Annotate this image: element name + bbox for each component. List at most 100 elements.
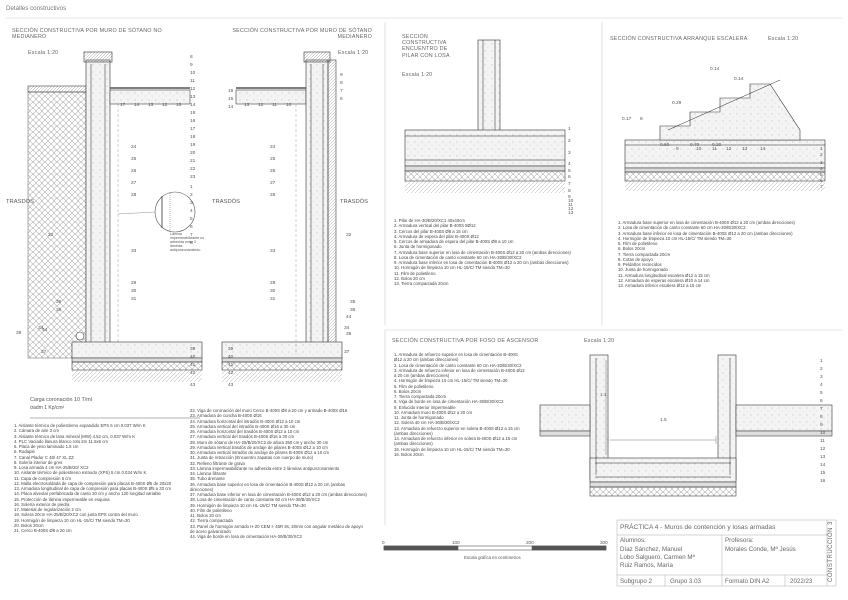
view-scale-pillar: Escala 1:20 (402, 72, 433, 78)
callout-number: 35 (350, 300, 356, 305)
callout-number: 20 (190, 151, 196, 156)
callout-number: 34 (344, 326, 350, 331)
legend-item: 5. Cercos de armadura de espera del pila… (394, 239, 514, 244)
legend-item: 3. Armadura de refuerzo inferior en losa… (394, 367, 525, 378)
callout-number: 10 (820, 431, 826, 436)
legend-item: 27. Armadura vertical del trasdós B-400S… (190, 434, 295, 440)
callout-number: 17 (120, 103, 126, 108)
callout-number: 6 (820, 399, 823, 404)
callout-number: 11 (712, 147, 717, 152)
scale-tick-300: 300 (600, 540, 608, 545)
callout-number: 1 (820, 359, 823, 364)
callout-number: 41 (228, 363, 234, 368)
callout-number: 0.29 (672, 101, 682, 106)
legend-item: 19. Hormigón de limpieza 10 cm HL-15/C/ … (14, 517, 130, 523)
callout-number: 8 (568, 189, 571, 194)
view-title-stair: SECCIÓN CONSTRUCTIVA ARRANQUE ESCALERA (610, 36, 748, 42)
legend-item: 15. Protección de lámina impermeable en … (14, 496, 110, 502)
legend-wall-part-b: 22. Viga de coronación del muro Cerco B-… (190, 408, 368, 539)
callout-number: 8 (340, 81, 343, 86)
legend-item: 35. Tubo drenante (190, 476, 225, 482)
label-lamina-detail: Lámina impermeabilizante no adherida ent… (170, 232, 205, 252)
callout-number: 14 (760, 147, 766, 152)
callout-number: 2 (190, 193, 193, 198)
legend-item: 3. Armadura base inferior en losa de cim… (618, 230, 793, 236)
legend-item: 10. Aislante térmico de poliestireno ext… (14, 470, 147, 476)
callout-number: 29 (270, 281, 276, 286)
callout-number: 30 (131, 289, 137, 294)
callout-number: 4 (820, 167, 823, 172)
legend-item: 10. Junta de hormigonado (618, 267, 668, 273)
callout-number: 9 (340, 73, 343, 78)
callout-number: 34 (38, 326, 44, 331)
legend-item: 3. Aislante térmico de lana mineral (MW)… (14, 433, 136, 439)
legend-item: 5. Film de polietileno (618, 241, 658, 246)
callout-number: 43 (190, 383, 196, 388)
callout-number: 5 (820, 391, 823, 396)
legend-item: 37. Armadura base inferior en losa de ci… (190, 492, 367, 497)
callout-number: 3 (190, 201, 193, 206)
legend-item: 17. Material de regularización 2 cm (14, 507, 81, 512)
callout-number: 6 (340, 97, 343, 102)
callout-number: 32 (346, 233, 352, 238)
callout-number: 36 (350, 308, 356, 313)
callout-number: 26 (270, 169, 276, 174)
legend-item: 42. Tierra compactada (190, 518, 233, 524)
callout-number: 13 (742, 147, 748, 152)
title-block-formato: Formato DIN A2 (725, 578, 770, 585)
legend-item: 16. Bolos 20cm (394, 451, 424, 457)
callout-number: 12 (726, 147, 732, 152)
callout-number: 15 (176, 103, 182, 108)
load-note-title: Carga coronación 10 T/ml (30, 397, 92, 403)
callout-number: 9 (676, 147, 679, 152)
callout-number: 5 (820, 173, 823, 178)
legend-item: 12. Armadura de esperas escalera Ø10 a 1… (618, 277, 710, 283)
callout-number: 2 (820, 153, 823, 158)
view-title-pillar: SECCIÓN CONSTRUCTIVA ENCUENTRO DE PILAR … (402, 34, 450, 59)
callout-number: 29 (131, 281, 137, 286)
legend-item: 2. Armadura vertical del pilar B-400S 8Ø… (394, 223, 476, 229)
callout-number: 5 (190, 217, 193, 222)
callout-number: 10 (568, 199, 574, 204)
callout-number: 16 (820, 479, 826, 484)
legend-item: 34. Lámina filtrante (190, 471, 227, 476)
callout-number: 24 (270, 145, 276, 150)
callout-number: 21 (190, 159, 196, 164)
callout-number: 17 (190, 127, 196, 132)
callout-number: 6 (190, 225, 193, 230)
callout-number: 7 (340, 89, 343, 94)
legend-item: 2. Losa de cimentación de canto constant… (618, 225, 746, 231)
view-title-wall-right: SECCIÓN CONSTRUCTIVA POR MURO DE SÓTANO … (232, 28, 372, 41)
legend-item: 21. Cerco B-400S Ø8 a 20 cm (14, 528, 72, 533)
callout-number: 1.5 (660, 418, 667, 423)
legend-item: 38. Losa de cimentación de canto constan… (190, 497, 320, 503)
callout-number: 11 (820, 439, 825, 444)
legend-item: 32. Relleno filtrante de grava (190, 460, 245, 466)
legend-item: 2. Losa de cimentación de canto constant… (394, 362, 522, 368)
callout-number: 38 (16, 331, 22, 336)
legend-item: 16. Solería exterior de piedra (14, 501, 70, 507)
callout-number: 43 (228, 383, 234, 388)
title-block-frame (616, 519, 837, 587)
legend-item: 1. Armadura base superior en losa de cim… (618, 220, 795, 225)
callout-number: 14 (134, 103, 140, 108)
callout-number: 0.70 (690, 143, 700, 148)
legend-item: 7. Tierra compactada 20cm (394, 394, 447, 399)
legend-elevator: 1. Armadura de refuerzo superior en losa… (394, 352, 526, 457)
panel-frames (6, 17, 842, 525)
title-block-vertical: CONSTRUCCIÓN 3 (828, 520, 834, 582)
legend-item: 36. Armadura base superior en losa de ci… (190, 481, 346, 492)
callout-number: 6 (820, 179, 823, 184)
callout-number: 44 (42, 328, 48, 333)
legend-item: 3. Cercos del pilar B-400S Ø8 a 15 cm (394, 228, 468, 234)
legend-item: 8. Cotas de apoyo (618, 256, 653, 262)
stair-section (624, 79, 826, 191)
callout-number: 2 (568, 139, 571, 144)
label-trasdos-left: TRASDÓS (6, 199, 35, 205)
callout-number: 7 (820, 407, 823, 412)
callout-number: 3 (820, 161, 823, 166)
legend-item: 2. Cámara de aire 3 cm (14, 428, 59, 434)
callout-number: 4 (190, 209, 193, 214)
legend-item: 12. Bolos 20 cm (394, 275, 425, 281)
